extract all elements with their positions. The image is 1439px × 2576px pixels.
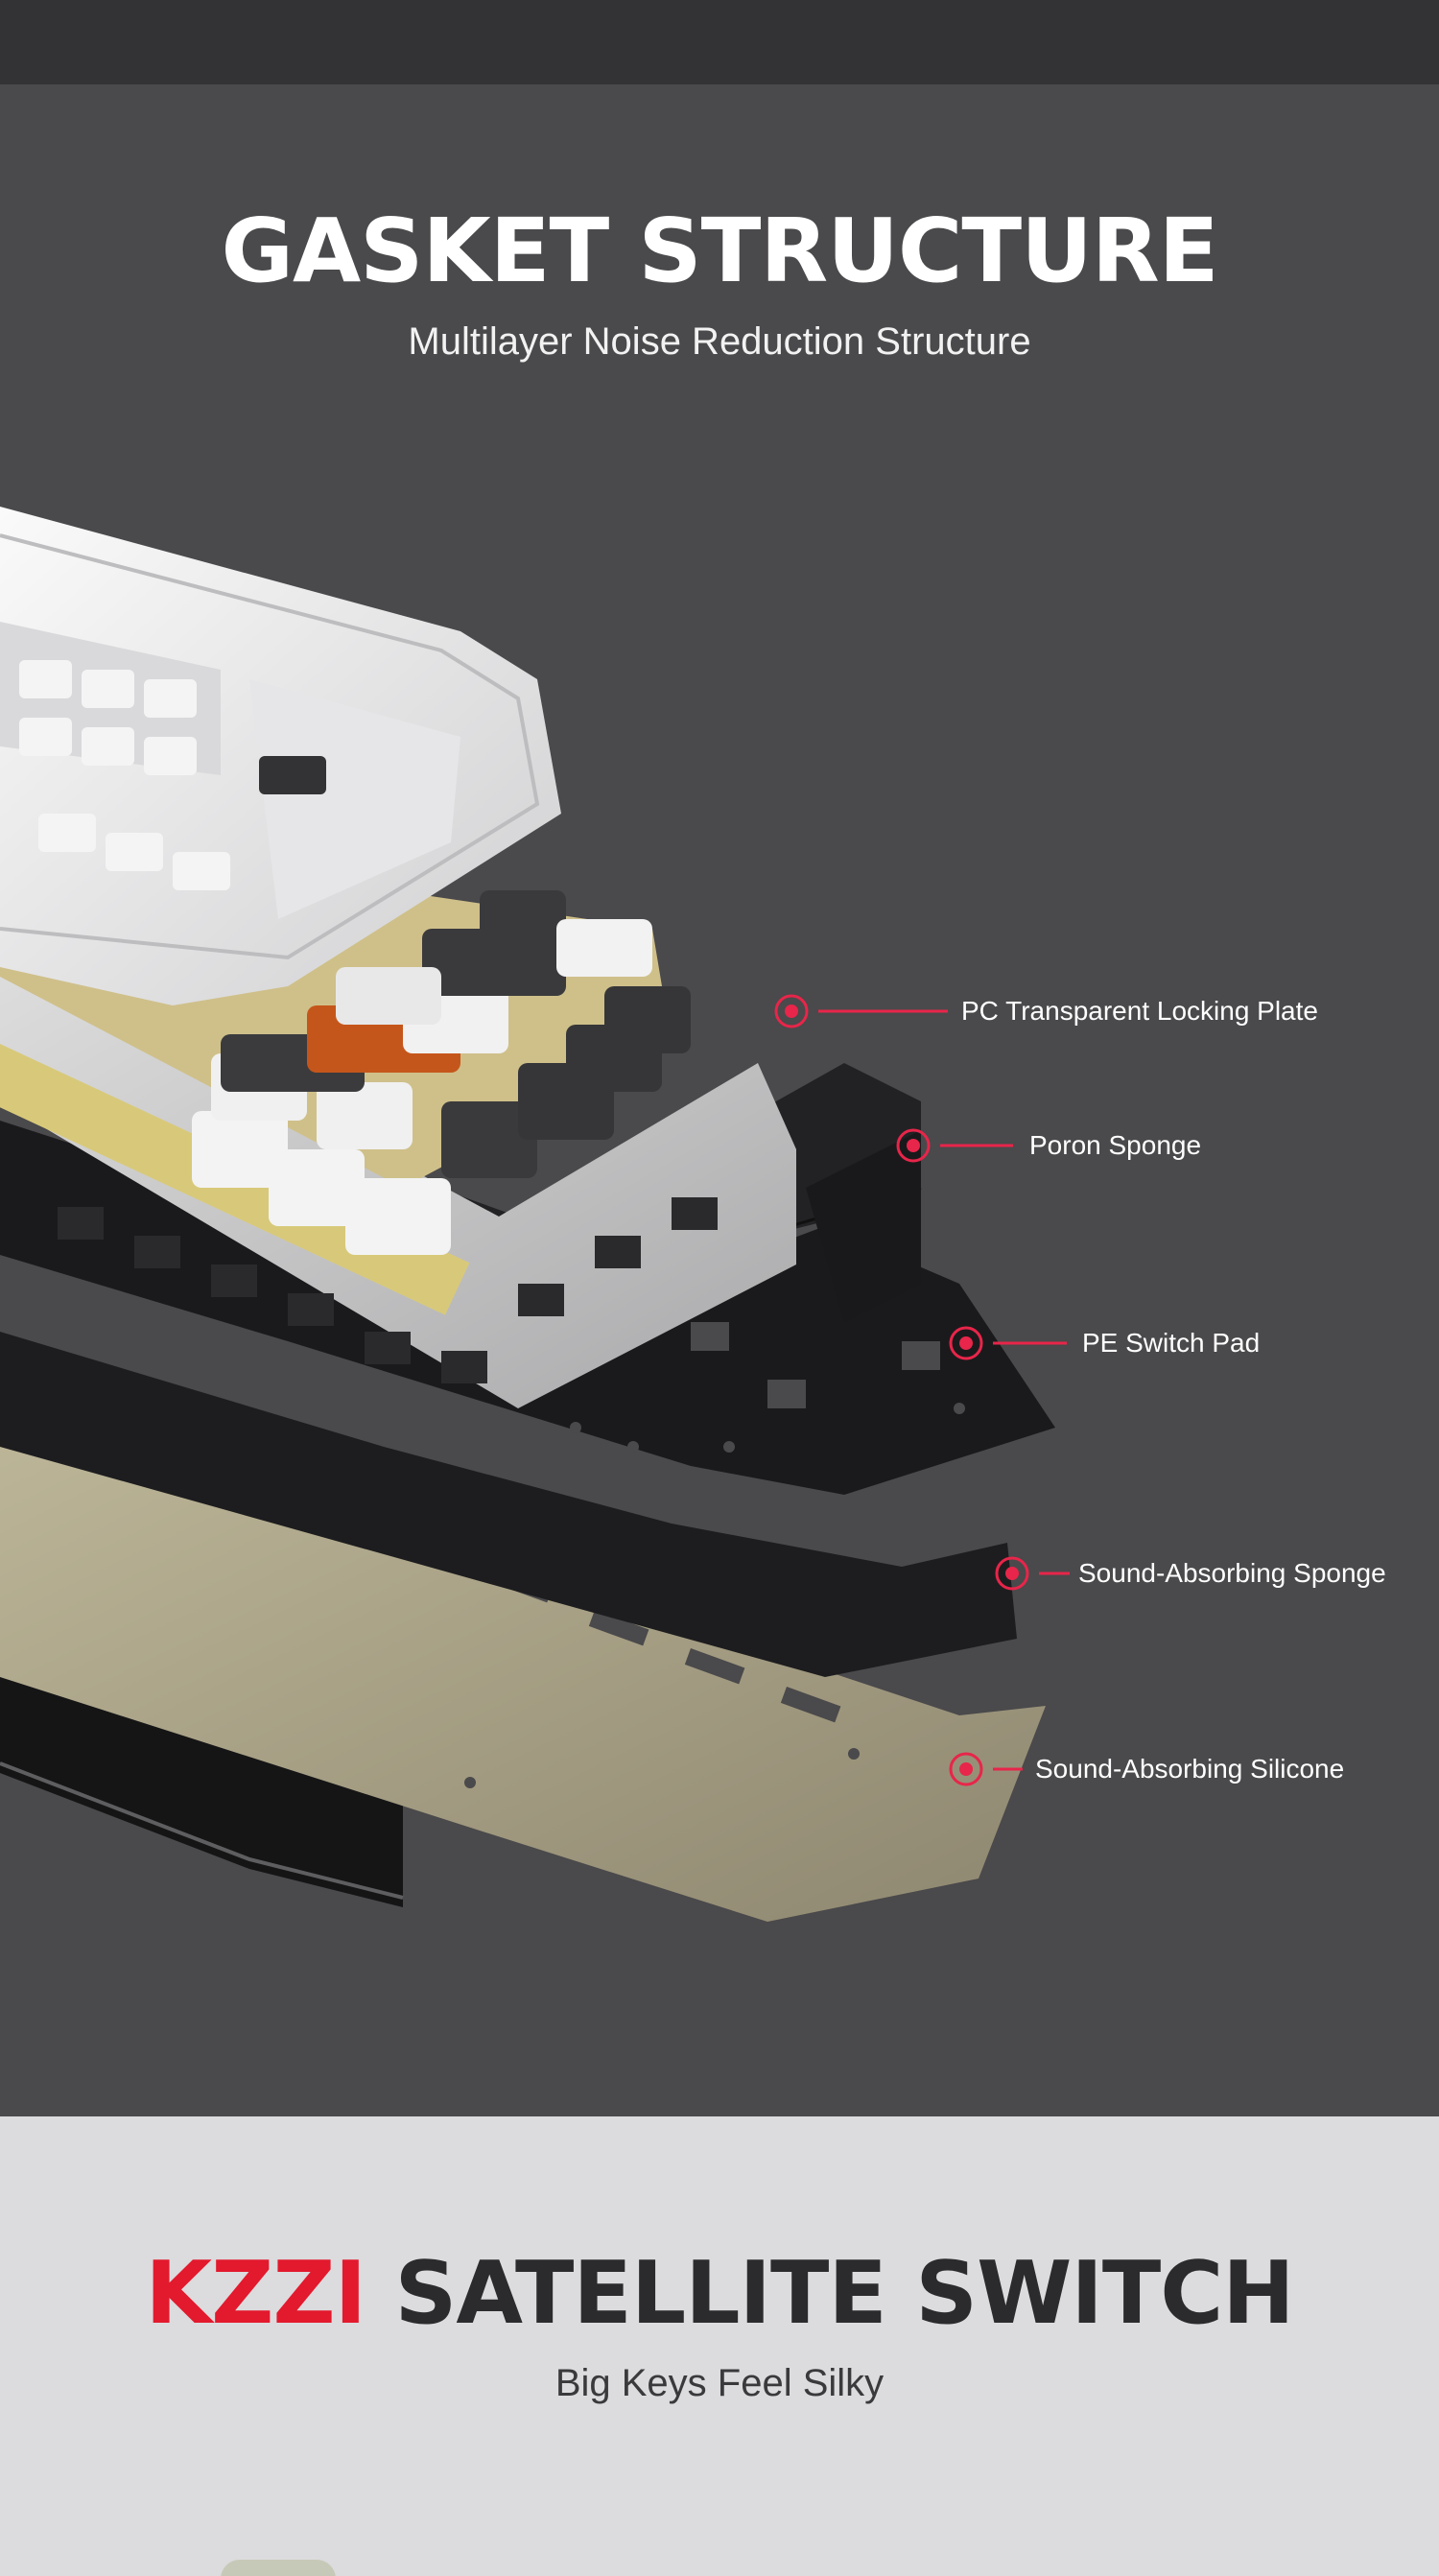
switch-subtitle: Big Keys Feel Silky — [554, 2362, 885, 2404]
gasket-title: GASKET STRUCTURE — [221, 200, 1218, 302]
callout-sound-absorbing-sponge: Sound-Absorbing Sponge — [1078, 1558, 1386, 1588]
exploded-keyboard-illustration — [0, 507, 1070, 1922]
switch-image-peek — [221, 2560, 336, 2576]
switch-brand: KZZI — [145, 2243, 366, 2344]
callout-sound-absorbing-silicone: Sound-Absorbing Silicone — [1035, 1754, 1345, 1784]
gasket-subtitle: Multilayer Noise Reduction Structure — [408, 320, 1031, 363]
satellite-switch-section: KZZI SATELLITE SWITCH Big Keys Feel Silk… — [0, 2116, 1439, 2576]
gasket-structure-section: GASKET STRUCTURE Multilayer Noise Reduct… — [0, 84, 1439, 2116]
top-bar — [0, 0, 1439, 84]
silicone-layer — [0, 1418, 1046, 1922]
callout-markers — [774, 994, 1070, 1786]
callout-pe-switch-pad: PE Switch Pad — [1082, 1328, 1261, 1358]
callout-poron-sponge: Poron Sponge — [1029, 1130, 1202, 1160]
sponge-layer — [0, 1332, 1017, 1677]
switch-title: KZZI SATELLITE SWITCH — [0, 2251, 1439, 2337]
switch-title-rest: SATELLITE SWITCH — [394, 2243, 1295, 2344]
callout-pc-locking-plate: PC Transparent Locking Plate — [961, 996, 1318, 1026]
